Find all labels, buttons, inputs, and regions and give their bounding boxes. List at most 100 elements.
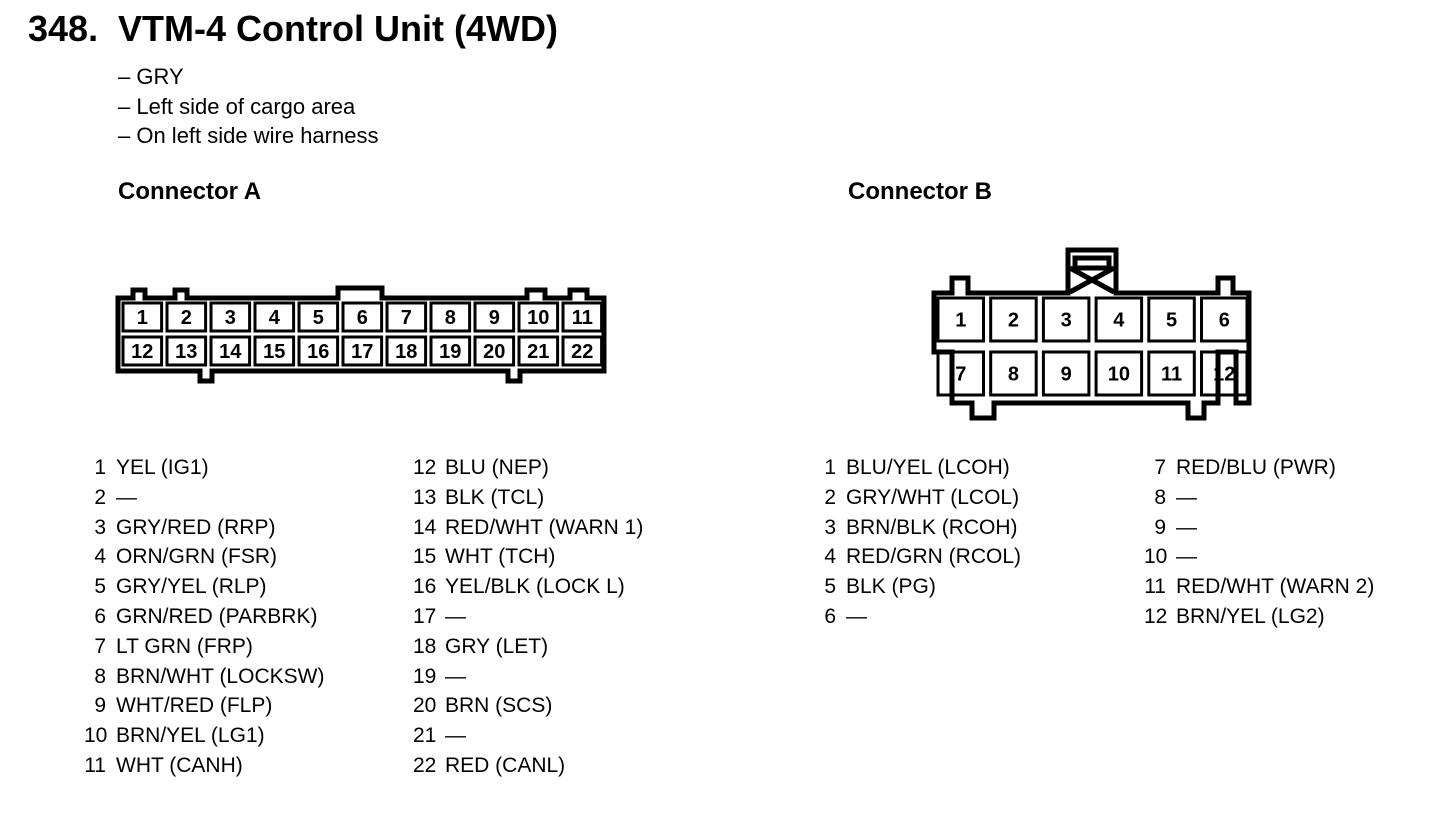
pin-wire-desc: GRY/RED (RRP) [116,515,276,539]
connector-b-pin-cell [989,350,1038,397]
section-number: 348. [28,8,99,49]
pin-number: 17 [413,604,437,628]
connector-a-pin-label: 18 [395,341,417,363]
pin-number: 5 [94,575,106,599]
pin-number: 11 [84,753,106,777]
connector-a-pin-cell [253,335,296,367]
pin-row: 8 BRN/WHT (LOCKSW) [84,662,324,692]
connector-b-pin-label: 10 [1108,364,1130,386]
pin-number: 8 [1154,485,1166,509]
connector-b-pin-label: 9 [1061,364,1072,386]
pin-row: 14 RED/WHT (WARN 1) [413,513,643,543]
pin-wire-desc: BRN/BLK (RCOH) [846,515,1018,539]
connector-b-pin-cell [936,350,985,397]
connector-a-pin-cell [517,301,560,333]
pin-row: 7 RED/BLU (PWR) [1144,453,1374,483]
pin-number: 19 [413,664,437,688]
page-title: 348. VTM-4 Control Unit (4WD) [28,8,558,50]
connector-a-pin-label: 1 [137,307,148,329]
pin-row: 6— [814,602,1021,632]
connector-b-pin-label: 6 [1219,310,1230,332]
connector-b-pin-label: 8 [1008,364,1019,386]
pin-number: 20 [413,694,437,718]
connector-info: – GRY – Left side of cargo area – On lef… [118,62,378,151]
connector-a-pin-label: 21 [527,341,549,363]
pin-wire-desc: BRN/WHT (LOCKSW) [116,664,325,688]
connector-a-diagram [115,285,607,384]
connector-a-title: Connector A [118,178,262,205]
connector-a-pin-label: 3 [225,307,236,329]
pin-wire-desc: RED/BLU (PWR) [1176,456,1336,479]
connector-b-title: Connector B [848,178,992,205]
connector-b-pin-cell [1041,296,1091,343]
pin-wire-desc: RED/GRN (RCOL) [846,545,1022,569]
pin-number: 15 [413,545,437,569]
connector-a-pin-label: 5 [313,307,324,329]
pin-number: 8 [94,664,106,688]
pin-wire-desc: — [116,485,137,509]
connector-a-pin-cell [385,301,428,333]
pin-number: 21 [413,724,437,748]
pin-number: 5 [824,575,836,599]
pin-wire-desc: BRN/YEL (LG2) [1176,604,1325,628]
pin-wire-desc: GRY/WHT (LCOL) [846,485,1020,509]
pin-row: 13 BLK (TCL) [413,483,643,513]
connector-a-pin-label: 17 [351,341,373,363]
pin-row: 2— [84,483,324,513]
connector-a-pin-cell [253,301,296,333]
connector-a-pin-cell [297,335,340,367]
pin-number: 13 [413,485,437,509]
pin-wire-desc: RED/WHT (WARN 1) [445,515,644,539]
pin-number: 10 [84,724,108,748]
connector-a-pin-cell [165,301,208,333]
info-color: – GRY [118,64,184,89]
connector-b-pin-cell [1200,350,1249,397]
connector-b-pin-label: 12 [1213,364,1235,386]
pin-number: 11 [1144,575,1166,599]
connector-a-pin-cell [341,301,384,333]
connector-b-pin-cell [989,296,1038,343]
pin-row: 8— [1144,483,1374,513]
connector-a-pin-label: 6 [357,307,368,329]
pin-number: 6 [94,604,106,628]
pin-number: 14 [413,515,437,539]
pin-row: 15 WHT (TCH) [413,542,643,572]
pin-row: 2 GRY/WHT (LCOL) [814,483,1021,513]
connector-a-pin-label: 15 [263,341,285,363]
pin-row: 19— [413,662,643,692]
section-title: VTM-4 Control Unit (4WD) [118,8,558,49]
pin-row: 5 GRY/YEL (RLP) [84,572,324,602]
pin-wire-desc: WHT (CANH) [116,753,243,777]
pin-wire-desc: — [445,604,466,628]
connector-a-pin-cell [473,335,516,367]
connector-a-pin-cell [121,301,164,333]
pin-number: 12 [413,456,437,479]
connector-a-pin-label: 8 [445,307,456,329]
connector-b-pin-cell [1041,350,1091,397]
pin-number: 2 [824,485,836,509]
pin-wire-desc: BLK (TCL) [445,485,545,509]
pin-wire-desc: BLK (PG) [846,575,936,599]
pin-number: 12 [1144,604,1168,628]
pin-number: 7 [1154,456,1166,479]
connector-a-pin-cell [165,335,208,367]
connector-a-pin-label: 14 [219,341,242,363]
connector-a-pin-cell [517,335,560,367]
connector-b-pin-cell [1147,296,1196,343]
pin-wire-desc: YEL/BLK (LOCK L) [445,575,625,599]
connector-a-pin-label: 2 [181,307,192,329]
pin-wire-desc: GRY/YEL (RLP) [116,575,267,599]
pin-wire-desc: RED (CANL) [445,753,566,777]
pin-number: 1 [94,456,106,479]
pin-wire-desc: WHT (TCH) [445,545,556,569]
